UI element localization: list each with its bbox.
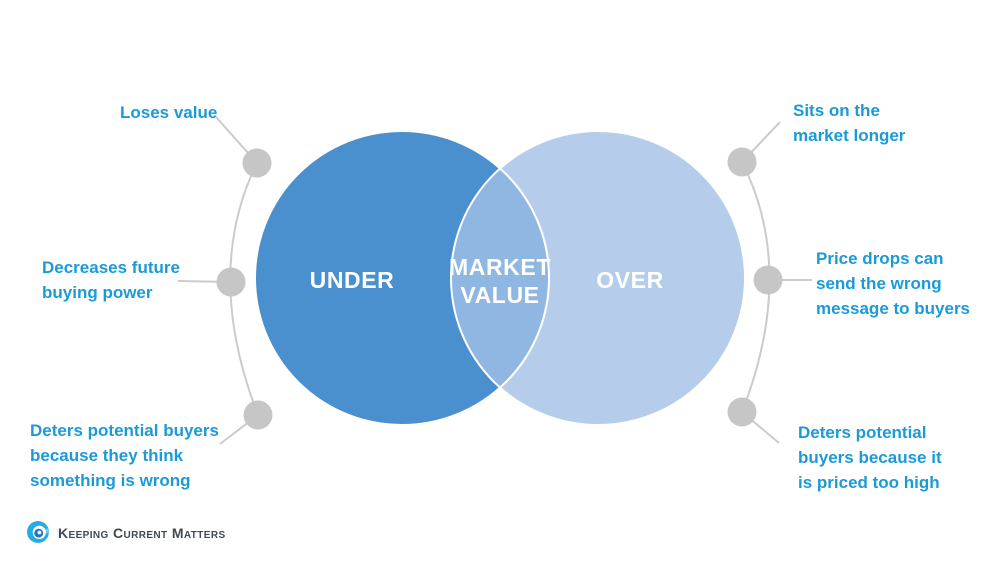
anchor-dot-left-middle	[216, 267, 246, 297]
callout-deters-buyers-priced-high: Deters potential buyers because it is pr…	[798, 423, 942, 492]
over-label: OVER	[596, 267, 664, 293]
overlap-lens-group	[451, 131, 550, 425]
anchor-dot-right-bottom	[727, 397, 757, 427]
callout-sits-on-market: Sits on the market longer	[793, 101, 906, 145]
overlap-edge-group	[450, 131, 549, 425]
overlap-lens-edge	[450, 131, 549, 425]
callout-decreases-buying-power: Decreases future buying power	[42, 258, 180, 302]
callout-loses-value: Loses value	[120, 103, 218, 122]
brand-logo: Keeping Current Matters	[26, 520, 226, 544]
brand-name: Keeping Current Matters	[58, 525, 226, 541]
anchor-dot-left-bottom	[243, 400, 273, 430]
anchor-dot-right-middle	[753, 265, 783, 295]
overlap-lens	[451, 131, 550, 425]
market-value-label: MARKET VALUE	[449, 254, 551, 308]
kcm-swirl-icon	[27, 521, 50, 543]
anchor-dot-left-top	[242, 148, 272, 178]
under-label: UNDER	[309, 267, 395, 293]
callout-deters-buyers-wrong: Deters potential buyers because they thi…	[30, 421, 219, 490]
anchor-dot-right-top	[727, 147, 757, 177]
callout-price-drops: Price drops can send the wrong message t…	[816, 249, 971, 318]
